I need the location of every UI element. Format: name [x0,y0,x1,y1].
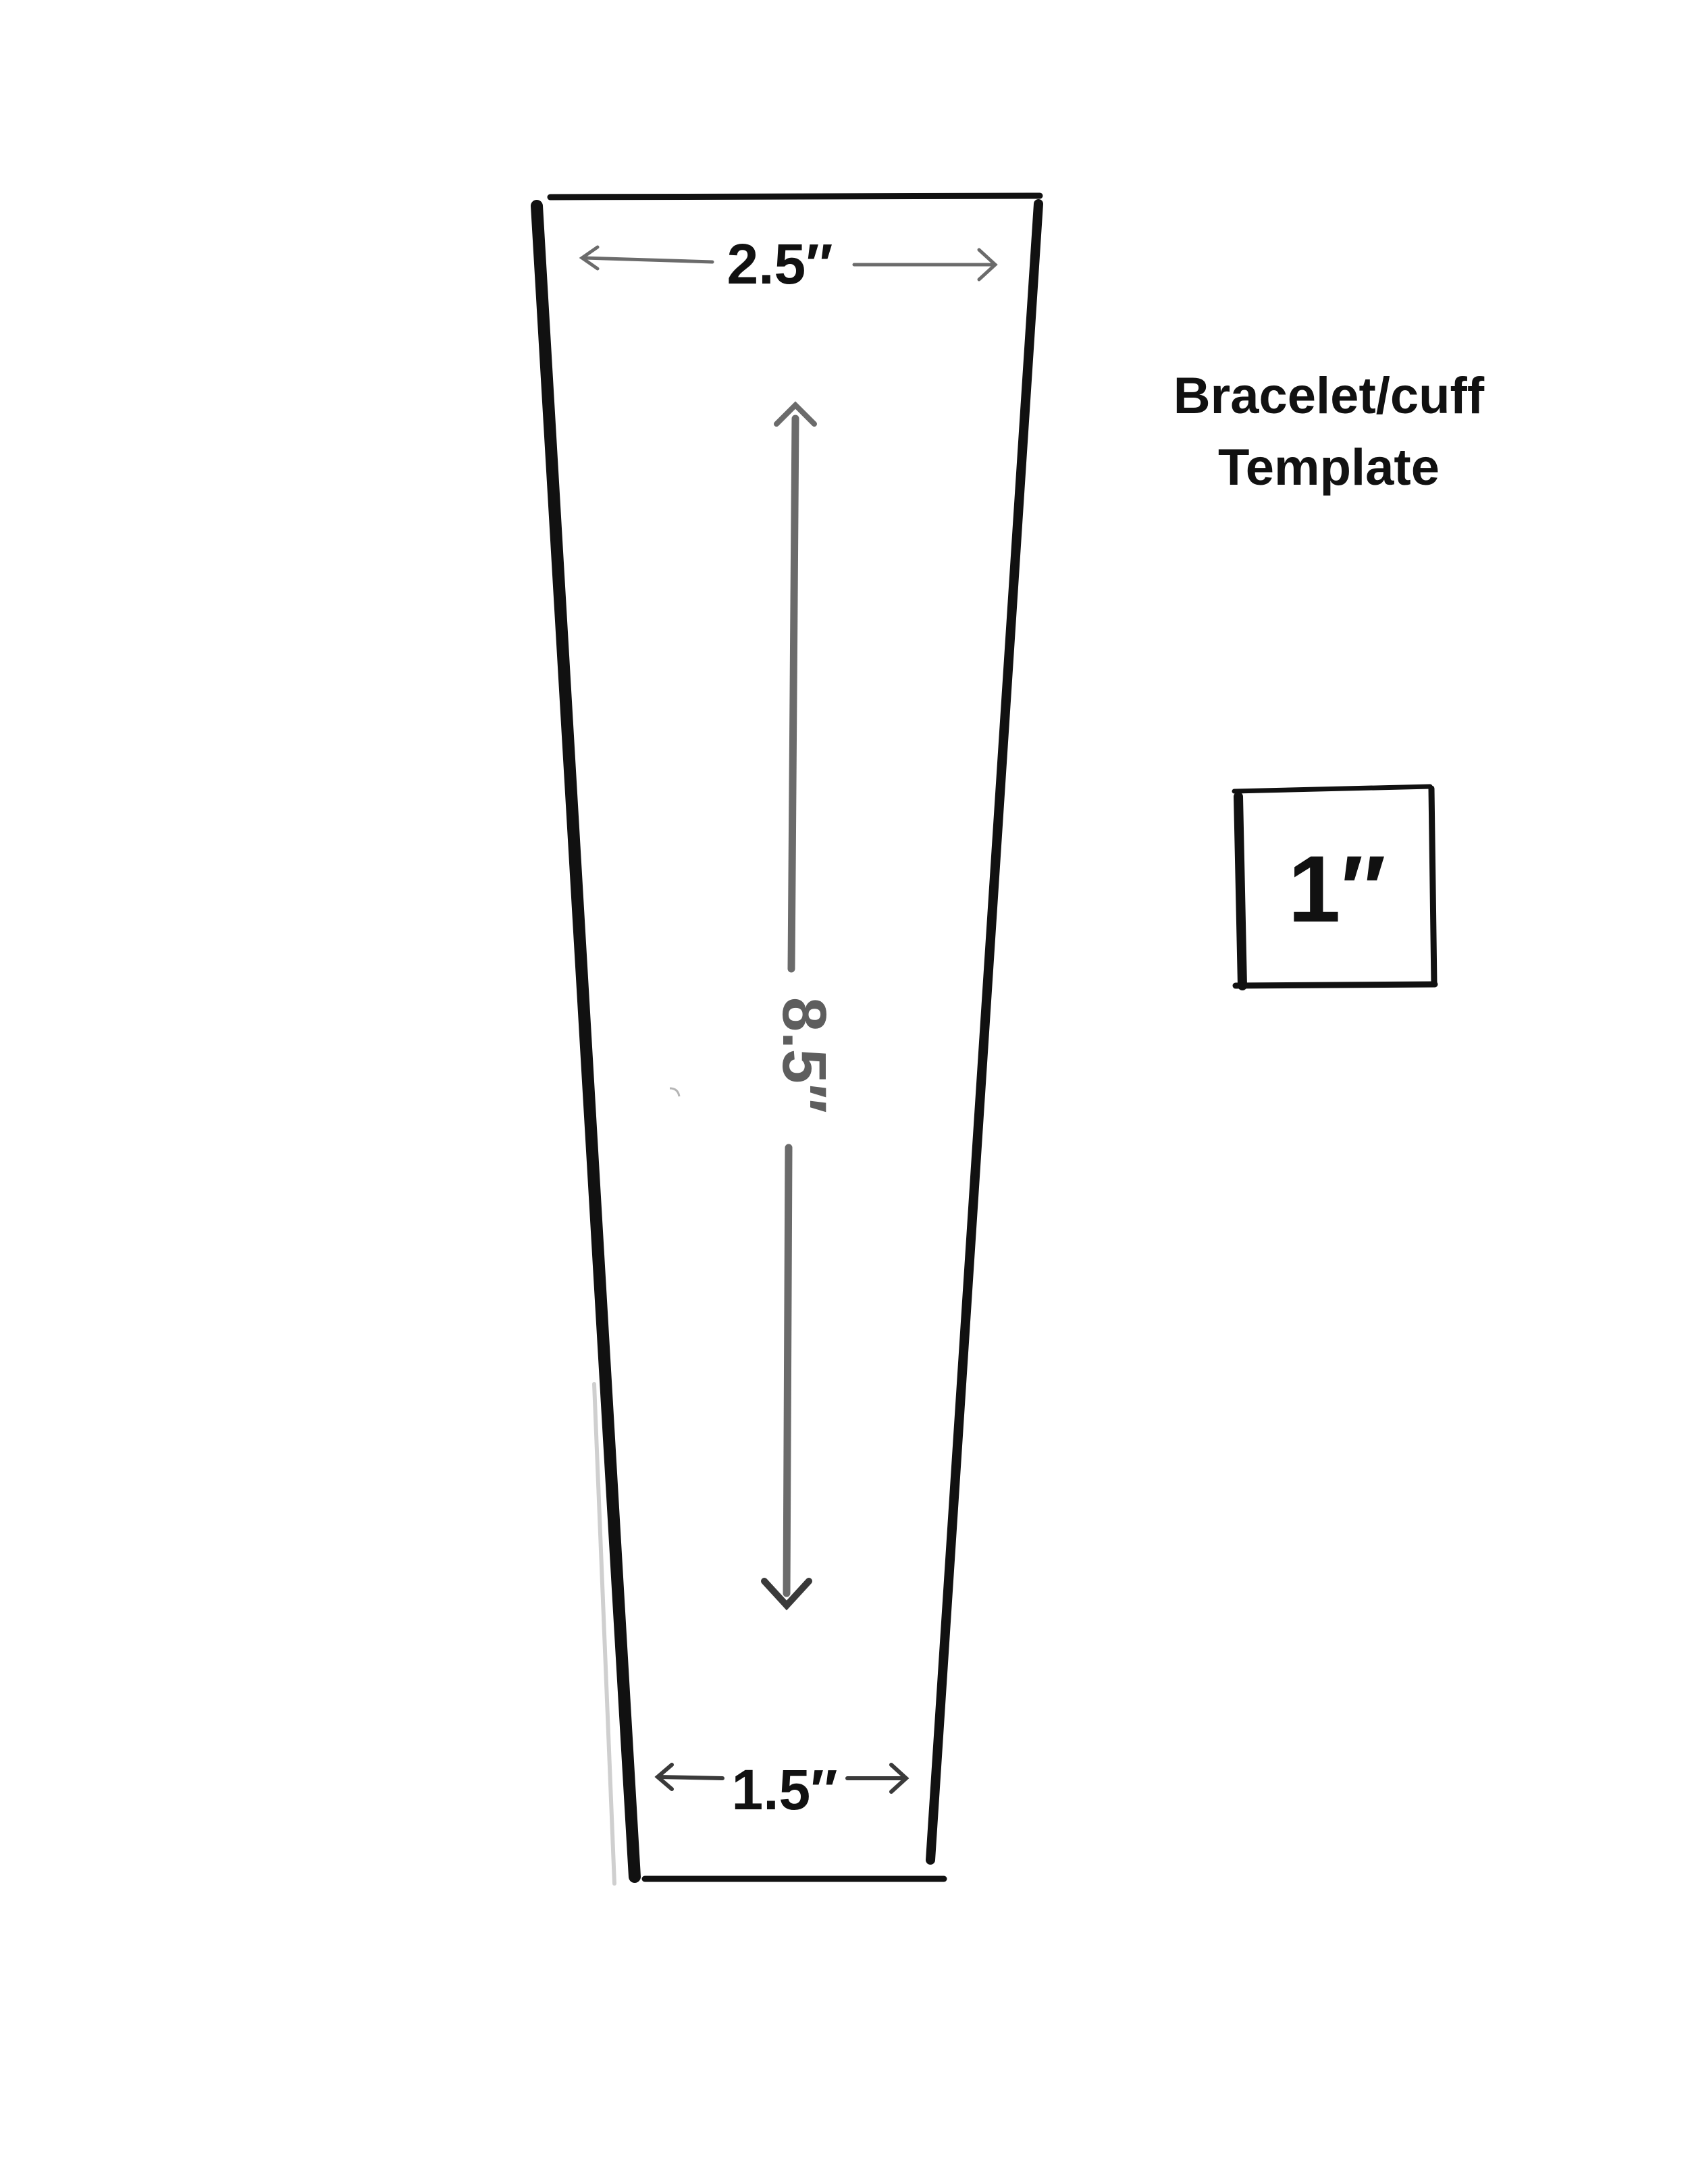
title-line-2: Template [1218,439,1440,496]
cuff-left-edge-shadow [592,1382,616,1886]
cuff-top-edge [547,192,1043,201]
scale-square [1232,784,1438,990]
length-arrowhead-top [774,401,817,427]
bottom-width-arrowhead-right [889,1763,909,1794]
title-line-1: Bracelet/cuff [1173,367,1485,425]
bottom-width-arrow [654,1763,909,1794]
cuff-right-edge [926,199,1043,1865]
top-width-label: 2.5″ [727,232,833,296]
cuff-left-edge [531,200,641,1883]
top-width-arrow [579,245,998,282]
scale-square-left-edge [1234,792,1247,990]
top-width-arrowhead-left [579,245,600,271]
top-width-arrowhead-right [977,248,998,282]
length-label: 8.5″ [770,997,839,1113]
length-arrowhead-bottom [761,1578,812,1611]
bottom-width-arrowhead-left [654,1763,674,1791]
scale-square-label: 1″ [1288,836,1386,942]
cuff-outline [531,192,1043,1883]
bottom-width-label: 1.5″ [731,1758,837,1821]
stray-mark [669,1087,681,1097]
length-arrow [761,401,817,1611]
